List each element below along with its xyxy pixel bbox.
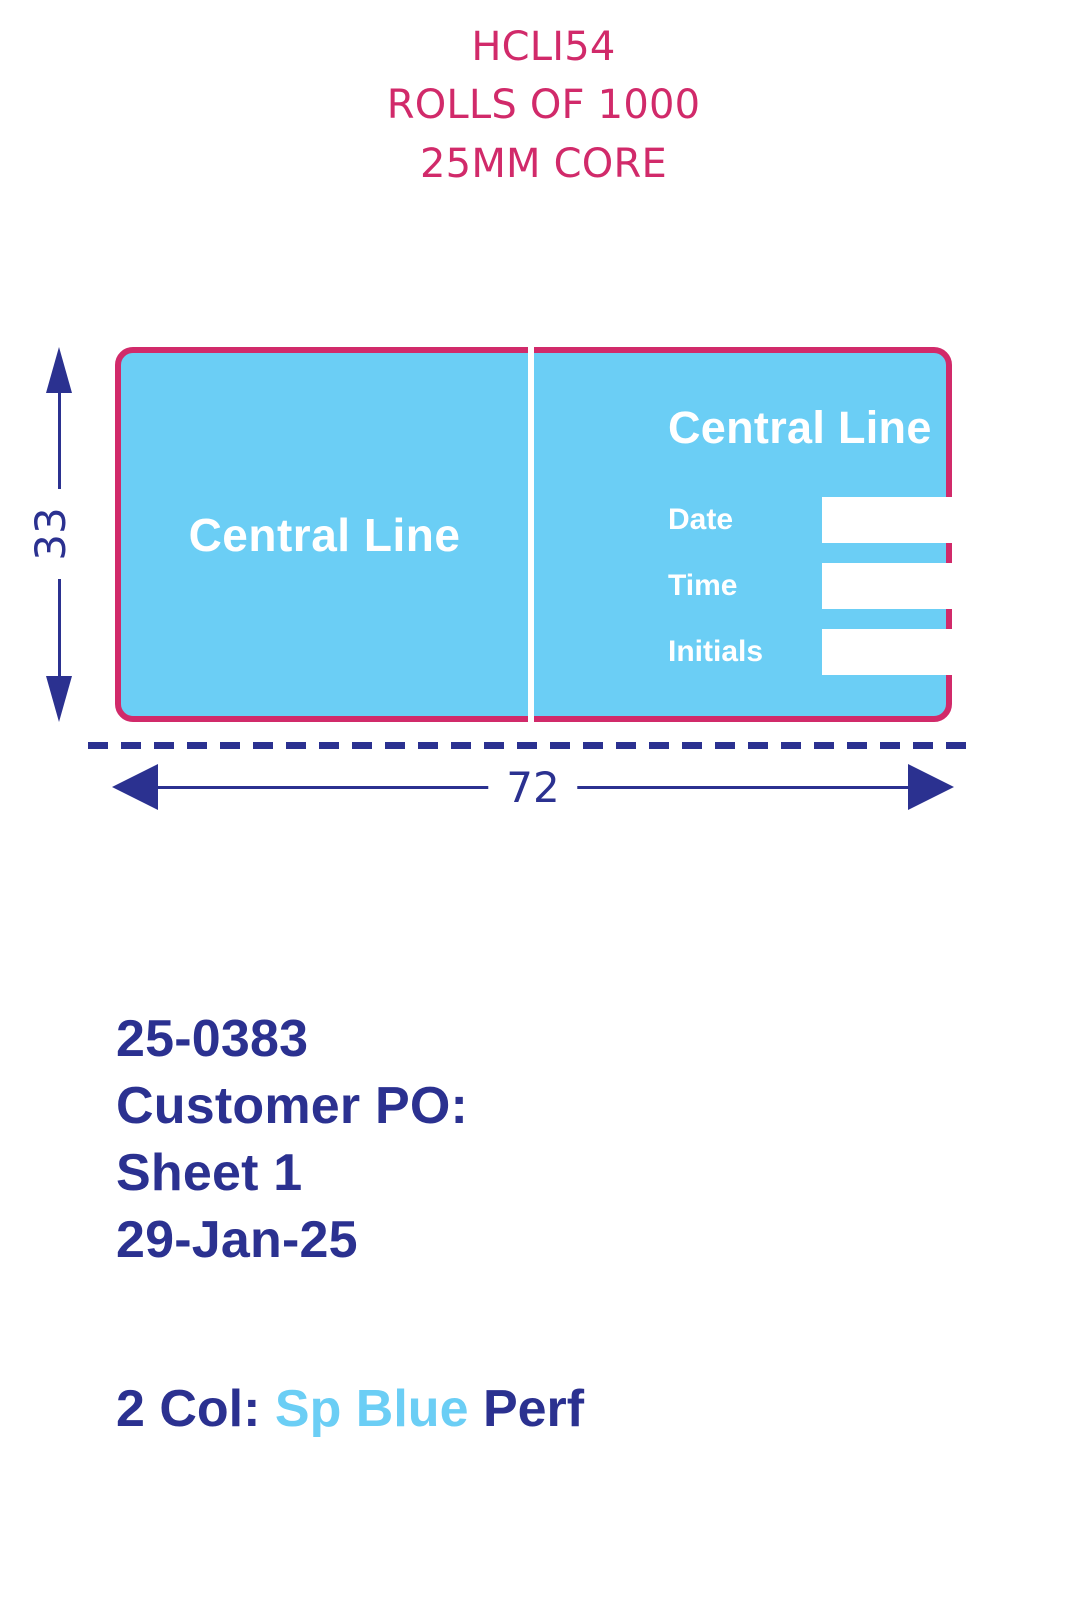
job-info-block: 25-0383 Customer PO: Sheet 1 29-Jan-25 (116, 1006, 468, 1274)
field-box-date[interactable] (822, 497, 1046, 543)
arrow-left-icon (112, 764, 158, 810)
field-row-time: Time (668, 563, 1046, 609)
job-date: 29-Jan-25 (116, 1211, 358, 1269)
field-row-date: Date (668, 497, 1046, 543)
dimension-shaft-right (574, 786, 914, 789)
header-line-core-size: 25MM CORE (420, 140, 667, 187)
perforation-line (88, 742, 978, 749)
field-label-time: Time (668, 569, 738, 602)
width-dimension: 72 (112, 756, 954, 820)
header-line-product-code: HCLI54 (471, 24, 616, 70)
dimension-shaft-left (152, 786, 492, 789)
customer-po: Customer PO: (116, 1077, 469, 1135)
field-box-time[interactable] (822, 563, 1046, 609)
panel-divider (528, 347, 534, 722)
field-label-date: Date (668, 503, 734, 536)
field-box-initials[interactable] (822, 629, 1046, 675)
height-dimension-value: 33 (19, 489, 83, 579)
sheet-number: Sheet 1 (116, 1144, 303, 1202)
label-right-panel: Central Line Date Time Initials (534, 353, 1046, 716)
job-number: 25-0383 (116, 1010, 309, 1068)
label-artwork: Central Line Central Line Date Time Init… (115, 347, 1046, 722)
spec-header: HCLI54 ROLLS OF 1000 25MM CORE (0, 18, 1087, 193)
left-panel-title: Central Line (188, 508, 461, 561)
field-row-initials: Initials (668, 629, 1046, 675)
arrow-down-icon (46, 676, 72, 722)
field-label-initials: Initials (668, 635, 764, 668)
arrow-right-icon (908, 764, 954, 810)
spec-spot-colour: Sp Blue (274, 1380, 469, 1438)
spec-finishing: Perf (482, 1380, 585, 1438)
width-dimension-value: 72 (488, 756, 578, 820)
right-panel-title: Central Line (668, 402, 932, 453)
height-dimension: 33 (19, 347, 83, 722)
spec-colour-count: 2 Col: (116, 1380, 261, 1438)
print-spec-line: 2 Col: Sp Blue Perf (116, 1378, 584, 1440)
label-left-panel: Central Line (121, 353, 528, 716)
header-line-roll-quantity: ROLLS OF 1000 (386, 82, 701, 129)
